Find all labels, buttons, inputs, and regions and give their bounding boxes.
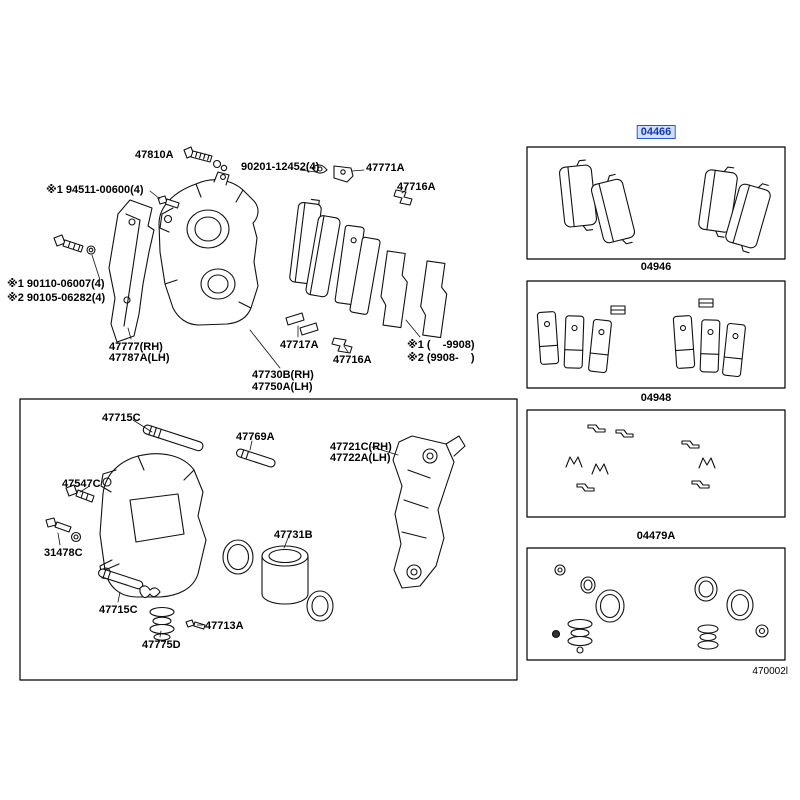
piston-drawing — [261, 545, 309, 605]
part-callout-47775d[interactable]: 47775D — [142, 639, 181, 651]
kit-box-04946 — [526, 280, 786, 389]
part-callout-47547c[interactable]: 47547C — [62, 478, 101, 490]
leader-lines — [57, 169, 421, 638]
part-callout-47716a-1[interactable]: 47716A — [397, 181, 436, 193]
main-caliper-drawing — [53, 146, 448, 354]
part-callout-47787a-lh[interactable]: 47787A(LH) — [109, 352, 170, 364]
fitting-kit-drawing — [565, 424, 716, 492]
boot-drawing — [149, 606, 175, 641]
part-callout-90201[interactable]: 90201-12452(4) — [241, 161, 320, 173]
kit-code-04479a[interactable]: 04479A — [636, 530, 676, 542]
lower-caliper-drawing — [45, 424, 466, 641]
part-callout-47730b-rh[interactable]: 47730B(RH) — [252, 369, 314, 381]
pad-kit-drawing — [557, 158, 774, 255]
kit-code-04466[interactable]: 04466 — [636, 125, 676, 139]
figure-code: 470002l — [752, 666, 788, 677]
part-callout-90110[interactable]: ※1 90110-06007(4) — [7, 278, 105, 290]
part-callout-47722a-lh[interactable]: 47722A(LH) — [330, 452, 391, 464]
part-callout-94511[interactable]: ※1 94511-00600(4) — [46, 184, 144, 196]
lower-assembly-box — [19, 398, 518, 681]
part-callout-47717a[interactable]: 47717A — [280, 339, 319, 351]
part-callout-47731b[interactable]: 47731B — [274, 529, 313, 541]
part-callout-47721c-rh[interactable]: 47721C(RH) — [330, 441, 392, 453]
part-callout-47810a[interactable]: 47810A — [135, 149, 174, 161]
bolt-47810a-drawing — [183, 146, 213, 163]
part-callout-47777-rh[interactable]: 47777(RH) — [109, 341, 163, 353]
part-callout-47769a[interactable]: 47769A — [236, 431, 275, 443]
part-callout-47771a[interactable]: 47771A — [366, 162, 405, 174]
part-callout-47715c-2[interactable]: 47715C — [99, 604, 138, 616]
date-note-before-9908: ※1 ( -9908) — [407, 339, 475, 351]
kit-code-04946[interactable]: 04946 — [640, 261, 672, 273]
mounting-bracket-drawing — [392, 435, 466, 589]
kit-box-04466 — [526, 146, 786, 260]
frame-boxes — [19, 146, 786, 681]
part-callout-47716a-2[interactable]: 47716A — [333, 354, 372, 366]
shim-kit-drawing — [536, 298, 747, 378]
part-callout-31478c[interactable]: 31478C — [44, 547, 83, 559]
kit-box-04948 — [526, 409, 786, 518]
part-callout-47715c-1[interactable]: 47715C — [102, 412, 141, 424]
kit-code-04948[interactable]: 04948 — [640, 392, 672, 404]
part-callout-47713a[interactable]: 47713A — [205, 620, 244, 632]
date-note-after-9908: ※2 (9908- ) — [407, 352, 475, 364]
part-callout-47750a-lh[interactable]: 47750A(LH) — [252, 381, 313, 393]
brake-pad-drawing — [305, 215, 341, 298]
seal-kit-drawing — [551, 564, 769, 654]
part-callout-90105[interactable]: ※2 90105-06282(4) — [7, 292, 106, 304]
kit-box-04479a — [526, 547, 786, 661]
